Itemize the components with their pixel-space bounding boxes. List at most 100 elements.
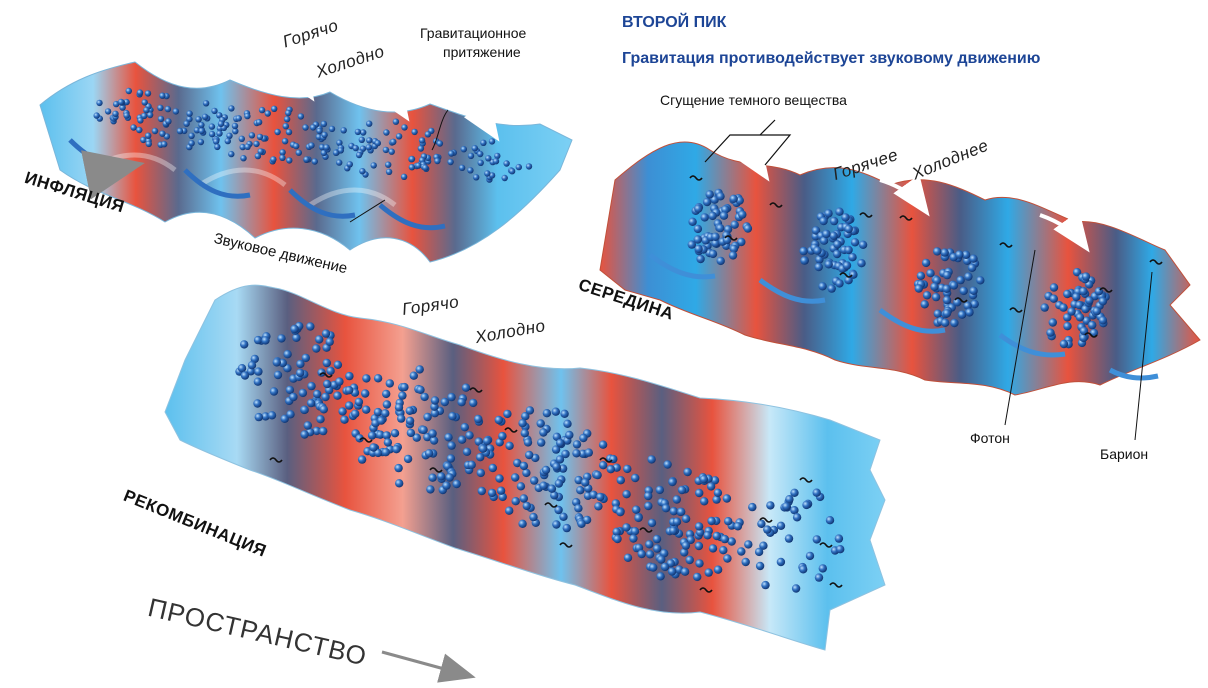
- baryon-particle: [235, 115, 242, 122]
- baryon-particle: [420, 392, 429, 402]
- baryon-particle: [695, 488, 704, 498]
- baryon-particle: [653, 544, 662, 553]
- baryon-particle: [942, 295, 952, 305]
- baryon-particle: [536, 419, 545, 428]
- baryon-particle: [655, 485, 664, 495]
- baryon-particle: [137, 117, 144, 124]
- baryon-particle: [555, 455, 565, 464]
- baryon-particle: [790, 506, 799, 515]
- baryon-particle: [705, 190, 714, 199]
- baryon-particle: [319, 426, 328, 436]
- baryon-particle: [596, 492, 605, 502]
- baryon-particle: [447, 441, 456, 450]
- baryon-particle: [699, 475, 709, 484]
- photon-squiggle: [1099, 287, 1113, 293]
- baryon-particle: [827, 284, 836, 293]
- baryon-particle: [357, 455, 367, 464]
- baryon-particle: [921, 258, 931, 268]
- baryon-particle: [283, 350, 292, 359]
- baryon-particle: [1046, 328, 1055, 337]
- baryon-particle: [273, 370, 283, 380]
- baryon-particle: [733, 522, 743, 531]
- baryon-particle: [271, 105, 278, 113]
- baryon-particle: [494, 152, 501, 160]
- baryon-particle: [376, 430, 385, 439]
- baryon-particle: [645, 550, 655, 559]
- baryon-particle: [145, 140, 152, 148]
- baryon-particle: [333, 360, 343, 369]
- baryon-particle: [713, 565, 723, 574]
- baryon-particle: [562, 523, 571, 533]
- baryon-particle: [254, 152, 262, 160]
- baryon-particle: [931, 292, 941, 302]
- baryon-particle: [411, 128, 418, 136]
- baryon-particle: [395, 479, 404, 488]
- baryon-particle: [565, 430, 574, 440]
- baryon-particle: [457, 435, 467, 444]
- baryon-particle: [462, 447, 472, 456]
- baryon-particle: [727, 537, 736, 546]
- baryon-particle: [345, 371, 354, 381]
- baryon-particle: [743, 224, 753, 233]
- baryon-particle: [428, 473, 437, 482]
- photon-squiggle: [599, 457, 613, 463]
- baryon-particle: [711, 232, 720, 241]
- baryon-particle: [293, 142, 300, 150]
- baryon-particle: [164, 105, 172, 113]
- photon-squiggle: [799, 477, 813, 483]
- baryon-particle: [428, 429, 437, 438]
- baryon-particle: [485, 155, 492, 162]
- baryon-particle: [392, 118, 400, 125]
- baryon-particle: [1098, 316, 1108, 325]
- baryon-particle: [183, 120, 190, 127]
- baryon-particle: [914, 284, 923, 293]
- baryon-particle: [719, 546, 728, 555]
- baryon-particle: [328, 125, 336, 133]
- baryon-particle: [572, 440, 582, 449]
- baryon-particle: [381, 409, 390, 418]
- baryon-particle: [693, 224, 703, 234]
- baryon-particle: [748, 502, 757, 512]
- baryon-particle: [488, 172, 496, 179]
- baryon-particle: [829, 216, 839, 226]
- page-title: ВТОРОЙ ПИК: [622, 14, 727, 31]
- baryon-particle: [474, 437, 483, 446]
- baryon-particle: [824, 209, 833, 218]
- baryon-particle: [711, 239, 720, 248]
- baryon-particle: [476, 468, 485, 478]
- baryon-particle: [844, 224, 853, 234]
- baryon-particle: [632, 505, 641, 514]
- space-arrow: [381, 650, 476, 683]
- baryon-particle: [700, 497, 709, 506]
- baryon-particle: [812, 535, 821, 544]
- baryon-particle: [550, 491, 559, 500]
- baryon-particle: [442, 481, 451, 490]
- baryon-particle: [622, 490, 631, 499]
- baryon-particle: [202, 100, 210, 107]
- baryon-particle: [1067, 307, 1076, 316]
- baryon-particle: [311, 158, 318, 165]
- baryon-particle: [228, 150, 235, 158]
- baryon-particle: [1048, 318, 1058, 327]
- baryon-particle: [577, 519, 586, 528]
- baryon-particle: [822, 229, 831, 239]
- baryon-particle: [930, 282, 939, 291]
- baryon-particle: [942, 309, 952, 318]
- baryon-particle: [467, 460, 476, 469]
- baryon-particle: [680, 548, 689, 557]
- baryon-particle: [289, 392, 298, 402]
- baryon-particle: [264, 110, 271, 117]
- baryon-particle: [647, 455, 656, 464]
- baryon-particle: [400, 173, 408, 180]
- baryon-particle: [332, 149, 340, 156]
- baryon-particle: [415, 162, 422, 169]
- baryon-particle: [518, 519, 527, 528]
- baryon-particle: [272, 358, 281, 367]
- photon-squiggle: [269, 457, 283, 463]
- baryon-particle: [214, 143, 221, 151]
- baryon-particle: [694, 244, 703, 254]
- baryon-particle: [198, 121, 205, 129]
- baryon-particle: [355, 434, 364, 443]
- baryon-particle: [269, 387, 279, 396]
- baryon-particle: [354, 128, 362, 136]
